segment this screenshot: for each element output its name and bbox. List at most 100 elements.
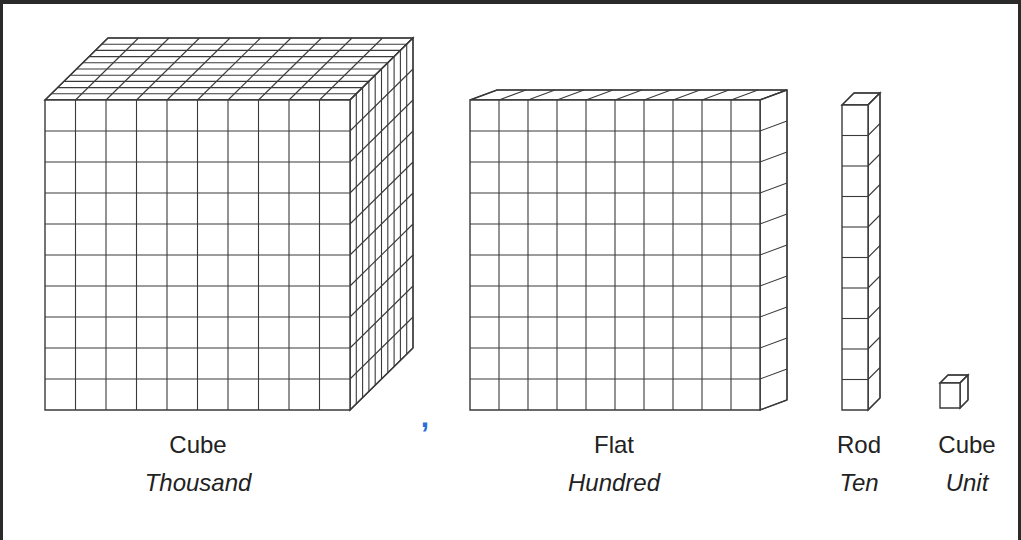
place-value: Thousand xyxy=(145,470,252,496)
grid-line xyxy=(731,90,758,100)
grid-line xyxy=(702,90,729,100)
grid-line xyxy=(842,287,868,288)
grid-line xyxy=(45,130,350,131)
grid-line xyxy=(960,400,968,408)
grid-line xyxy=(967,375,968,400)
grid-line xyxy=(470,130,760,131)
frame-edge xyxy=(0,0,1021,4)
grid-line xyxy=(381,69,382,379)
grid-line xyxy=(842,135,868,136)
grid-line xyxy=(868,124,880,136)
grid-line xyxy=(406,44,407,354)
block-name: Rod xyxy=(837,432,881,458)
grid-line xyxy=(58,87,363,88)
block-face xyxy=(842,105,868,410)
grid-line xyxy=(83,62,388,63)
block-face xyxy=(940,383,960,408)
block-name: Cube xyxy=(169,432,226,458)
grid-line xyxy=(868,276,880,288)
block-face xyxy=(960,375,968,408)
grid-line xyxy=(940,375,948,383)
grid-line xyxy=(499,90,526,100)
grid-line xyxy=(64,81,369,82)
grid-line xyxy=(615,90,642,100)
block-face xyxy=(470,90,787,100)
grid-line xyxy=(760,183,787,193)
grid-line xyxy=(95,50,400,51)
grid-line xyxy=(356,94,357,404)
grid-line xyxy=(760,338,787,348)
grid-line xyxy=(70,75,375,76)
grid-line xyxy=(108,37,413,38)
grid-line xyxy=(45,285,350,286)
grid-line xyxy=(760,121,787,131)
grid-line xyxy=(412,38,413,348)
block-face xyxy=(470,100,760,410)
grid-line xyxy=(45,347,350,348)
grid-line xyxy=(102,44,407,45)
grid-line xyxy=(760,90,787,100)
grid-line xyxy=(51,93,356,94)
grid-line xyxy=(842,196,868,197)
block-face xyxy=(350,38,413,410)
frame-edge xyxy=(0,0,3,540)
grid-line xyxy=(470,161,760,162)
grid-line xyxy=(45,254,350,255)
grid-line xyxy=(470,378,760,379)
grid-line xyxy=(760,245,787,255)
grid-line xyxy=(842,226,868,227)
grid-line xyxy=(842,348,868,349)
grid-line xyxy=(868,185,880,197)
grid-line xyxy=(470,254,760,255)
grid-line xyxy=(760,400,787,410)
grid-line xyxy=(760,307,787,317)
grid-line xyxy=(45,223,350,224)
grid-line xyxy=(868,246,880,258)
ten-rod xyxy=(842,93,880,410)
grid-line xyxy=(760,369,787,379)
grid-line xyxy=(368,81,369,391)
grid-line xyxy=(557,90,584,100)
grid-line xyxy=(868,337,880,349)
block-face xyxy=(45,38,413,100)
thousand-cube xyxy=(45,38,413,410)
grid-line xyxy=(879,93,880,398)
grid-line xyxy=(470,192,760,193)
grid-line xyxy=(868,368,880,380)
grid-line xyxy=(868,215,880,227)
block-name: Flat xyxy=(594,432,634,458)
grid-line xyxy=(586,90,613,100)
frame-edge xyxy=(1018,0,1021,540)
place-value: Ten xyxy=(839,470,878,496)
grid-line xyxy=(842,379,868,380)
grid-line xyxy=(842,93,854,105)
stray-mark: , xyxy=(421,400,429,433)
grid-line xyxy=(45,316,350,317)
grid-line xyxy=(497,89,787,90)
grid-line xyxy=(470,285,760,286)
unit-cube xyxy=(940,375,968,408)
block-face xyxy=(868,93,880,410)
grid-line xyxy=(77,68,382,69)
grid-line xyxy=(387,63,388,373)
grid-line xyxy=(45,192,350,193)
grid-line xyxy=(89,56,394,57)
grid-line xyxy=(470,223,760,224)
grid-line xyxy=(842,257,868,258)
grid-line xyxy=(470,316,760,317)
place-value: Hundred xyxy=(568,470,660,496)
grid-line xyxy=(760,152,787,162)
grid-line xyxy=(854,92,880,93)
grid-line xyxy=(868,398,880,410)
grid-line xyxy=(400,50,401,360)
grid-line xyxy=(842,318,868,319)
grid-line xyxy=(528,90,555,100)
grid-line xyxy=(786,90,787,400)
grid-line xyxy=(394,57,395,367)
block-face xyxy=(45,100,350,410)
hundred-flat xyxy=(470,90,787,410)
block-name: Cube xyxy=(938,432,995,458)
grid-line xyxy=(644,90,671,100)
grid-line xyxy=(948,374,968,375)
